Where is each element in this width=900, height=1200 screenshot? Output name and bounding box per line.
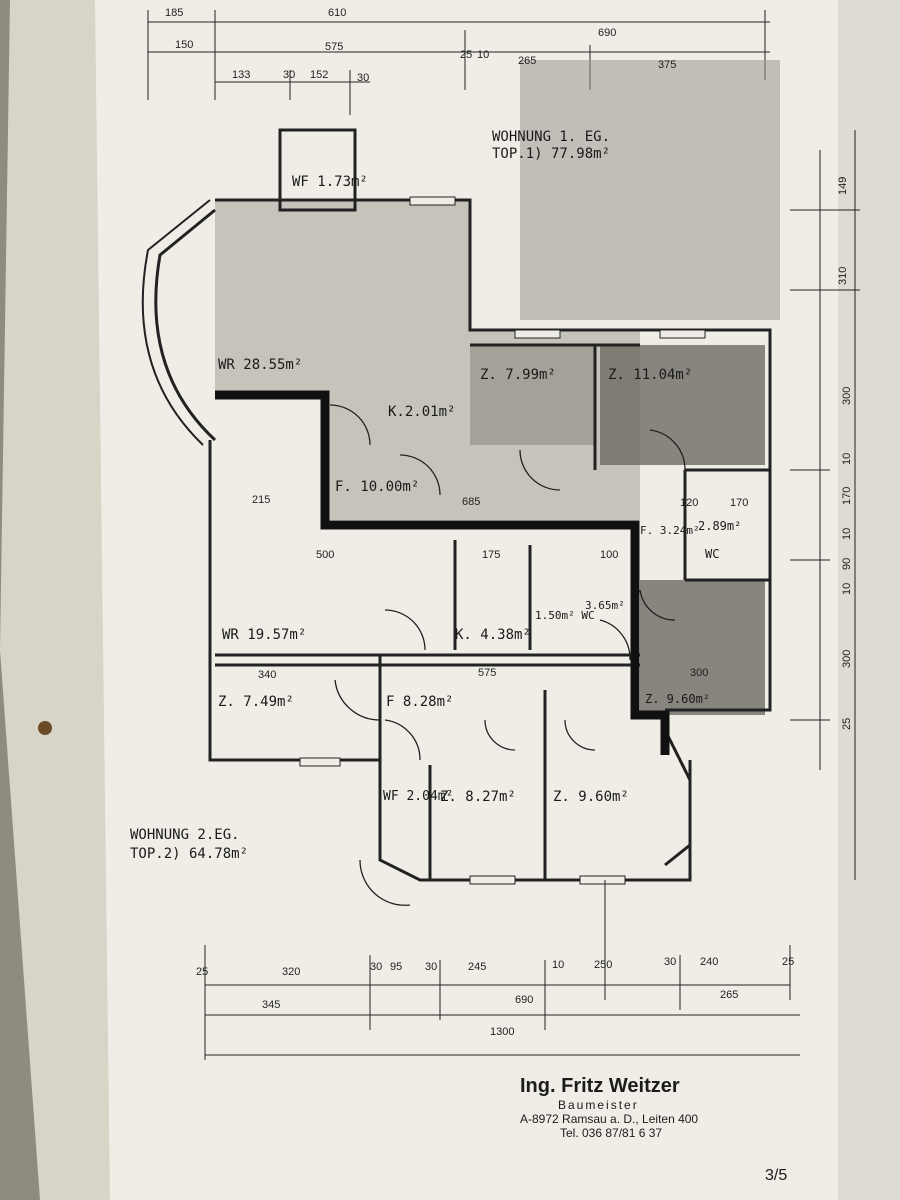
dim-int-685: 685	[462, 496, 481, 508]
dim-int-340: 340	[258, 669, 277, 681]
dim-top-10: 10	[477, 49, 490, 61]
dim-top-375: 375	[658, 59, 677, 71]
room-label-wc-289: 2.89m²	[698, 519, 742, 533]
shaded-areas	[215, 60, 780, 715]
dim-right-149: 149	[837, 176, 849, 195]
room-label-wf-204: WF 2.04m²	[383, 789, 454, 804]
dim-bottom-30-b: 30	[425, 961, 438, 973]
apartment-boundary	[215, 390, 670, 755]
dim-bottom-25-right: 25	[782, 956, 795, 968]
dim-right-10-a: 10	[841, 452, 853, 465]
architect-title: Baumeister	[558, 1098, 639, 1112]
apartment-2-title: WOHNUNG 2.EG.	[130, 827, 240, 843]
dim-top-133: 133	[232, 69, 251, 81]
room-label-wc-mid: 1.50m² WC	[535, 609, 595, 622]
dim-bottom-690: 690	[515, 994, 534, 1006]
dim-int-120: 120	[680, 497, 699, 509]
dim-int-500: 500	[316, 549, 335, 561]
dim-int-300: 300	[690, 667, 709, 679]
room-label-z-749: Z. 7.49m²	[218, 694, 294, 710]
dim-top-152: 152	[310, 69, 329, 81]
dim-bottom-25-left: 25	[196, 966, 209, 978]
room-label-z-960-upper: Z. 9.60m²	[645, 692, 711, 706]
dim-top-30-b: 30	[357, 72, 370, 84]
dim-right-10-b: 10	[841, 527, 853, 540]
page-number: 3/5	[765, 1167, 788, 1184]
dim-top-690: 690	[598, 27, 617, 39]
apartment-1-title: WOHNUNG 1. EG.	[492, 129, 611, 145]
room-label-wr-large: WR 28.55m²	[218, 357, 303, 373]
architect-stamp: Ing. Fritz Weitzer Baumeister A-8972 Ram…	[520, 1075, 698, 1140]
apartment-2-area: TOP.2) 64.78m²	[130, 846, 249, 862]
architect-phone: Tel. 036 87/81 6 37	[560, 1126, 663, 1140]
dim-bottom-10: 10	[552, 959, 565, 971]
room-label-f-828: F 8.28m²	[386, 694, 454, 710]
right-dimension-lines	[790, 130, 860, 880]
dim-bottom-320: 320	[282, 966, 301, 978]
dim-top-25: 25	[460, 49, 473, 61]
room-label-z-960-lower: Z. 9.60m²	[553, 789, 629, 805]
paper-shadow	[838, 0, 900, 1200]
room-label-wc: WC	[705, 547, 720, 561]
dim-top-610: 610	[328, 7, 347, 19]
apartment-1-area: TOP.1) 77.98m²	[492, 146, 611, 162]
dim-int-170: 170	[730, 497, 749, 509]
architect-address: A-8972 Ramsau a. D., Leiten 400	[520, 1112, 699, 1126]
room-label-z-799: Z. 7.99m²	[480, 367, 556, 383]
dim-int-175: 175	[482, 549, 501, 561]
dim-bottom-1300: 1300	[490, 1026, 515, 1038]
dim-bottom-240: 240	[700, 956, 719, 968]
room-label-kitchen-small: K.2.01m²	[388, 404, 456, 420]
top-dimension-lines	[147, 10, 770, 115]
dim-right-25: 25	[841, 717, 853, 730]
room-label-f-1000: F. 10.00m²	[335, 479, 420, 495]
dim-bottom-250: 250	[594, 959, 613, 971]
room-label-wr-1957: WR 19.57m²	[222, 627, 307, 643]
dim-right-310: 310	[837, 266, 849, 285]
dim-top-575: 575	[325, 41, 344, 53]
dim-right-300-b: 300	[841, 649, 853, 668]
dim-int-100: 100	[600, 549, 619, 561]
dim-bottom-345: 345	[262, 999, 281, 1011]
windows	[299, 196, 706, 885]
room-label-f-324: F. 3.24m²	[640, 524, 700, 537]
dim-right-170: 170	[841, 486, 853, 505]
room-label-b-365: 3.65m²	[585, 599, 625, 612]
dim-bottom-30-c: 30	[664, 956, 677, 968]
dim-top-265: 265	[518, 55, 537, 67]
room-label-k-438: K. 4.38m²	[455, 627, 531, 643]
dim-bottom-265: 265	[720, 989, 739, 1001]
dim-int-215: 215	[252, 494, 271, 506]
dim-top-150: 150	[175, 39, 194, 51]
dim-right-10-c: 10	[841, 582, 853, 595]
architect-name: Ing. Fritz Weitzer	[520, 1075, 680, 1097]
dim-int-575: 575	[478, 667, 497, 679]
dim-right-300-a: 300	[841, 386, 853, 405]
room-label-z-827: Z. 8.27m²	[440, 789, 516, 805]
dim-top-185: 185	[165, 7, 184, 19]
dim-right-90: 90	[841, 557, 853, 570]
dim-bottom-30-a: 30	[370, 961, 383, 973]
binder-hole	[38, 721, 52, 735]
room-label-wf-top: WF 1.73m²	[292, 174, 368, 190]
door-swings	[329, 404, 686, 906]
dim-bottom-245: 245	[468, 961, 487, 973]
bottom-dimension-lines	[204, 880, 800, 1060]
room-label-z-1104: Z. 11.04m²	[608, 367, 693, 383]
dim-bottom-95: 95	[390, 961, 403, 973]
dim-top-30-a: 30	[283, 69, 296, 81]
